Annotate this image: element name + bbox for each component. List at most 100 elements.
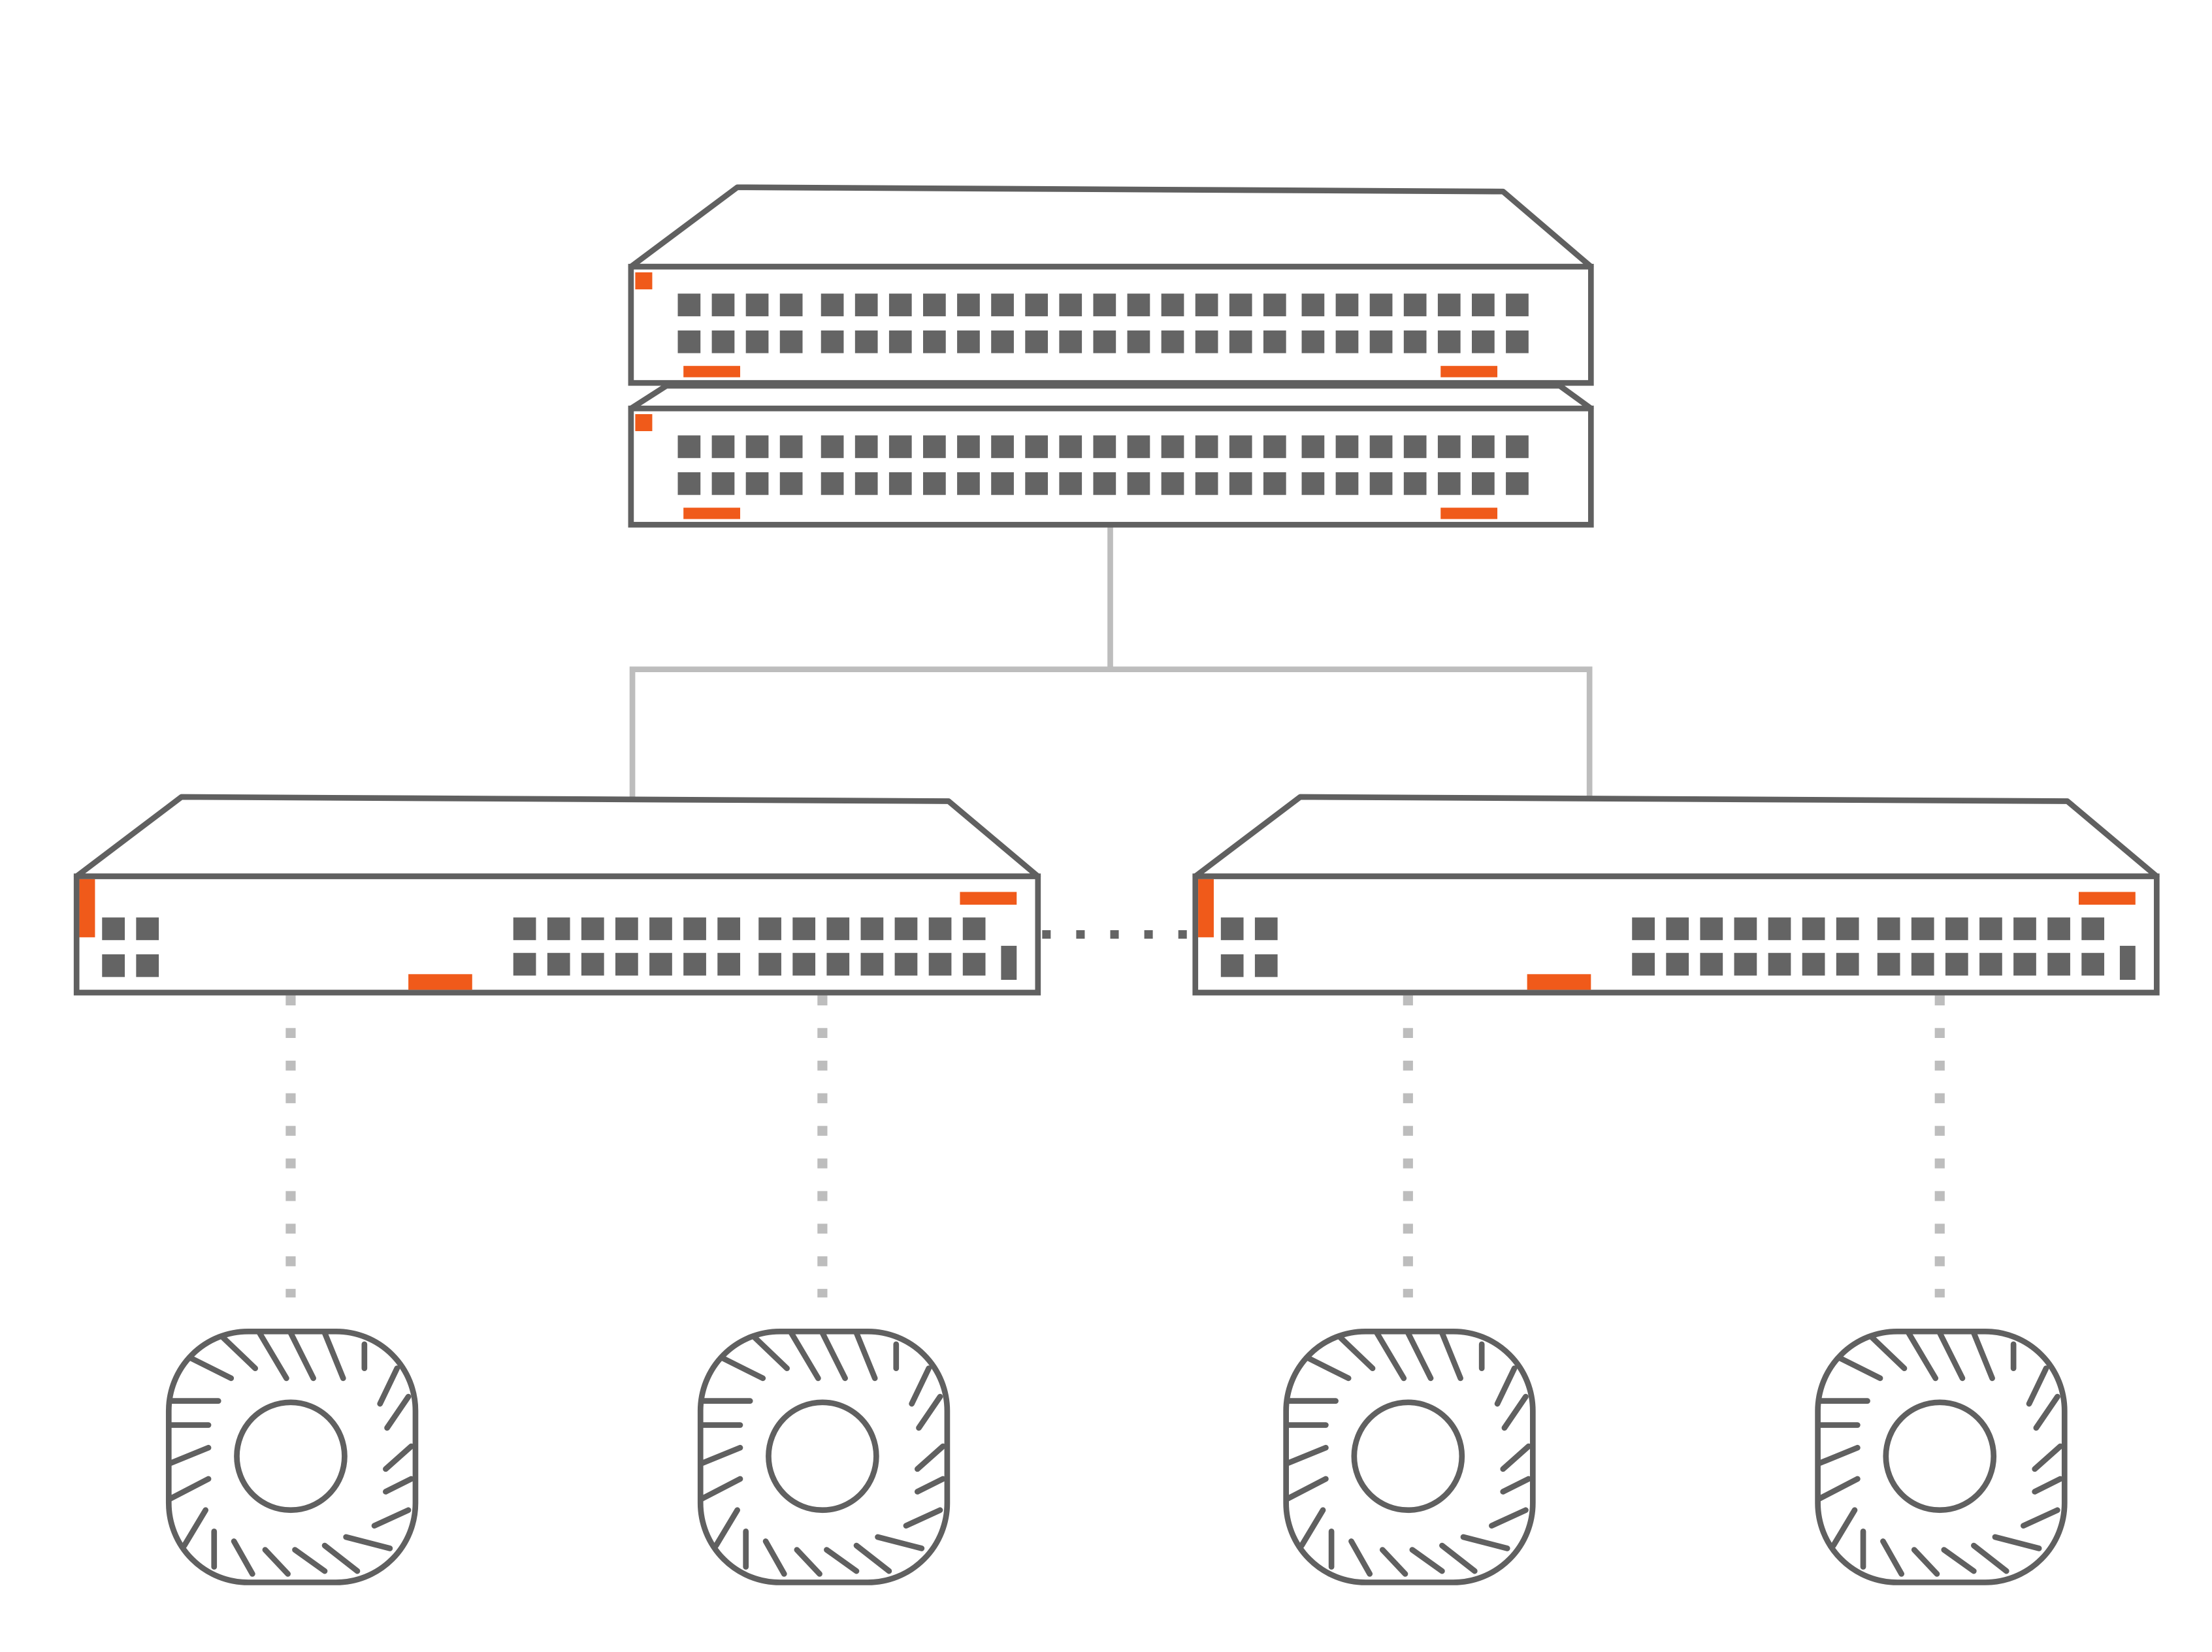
port <box>957 330 980 353</box>
port <box>923 472 946 495</box>
vent-line <box>1500 1443 1532 1472</box>
vent-line <box>383 1476 414 1495</box>
port <box>860 917 884 941</box>
port <box>1195 472 1218 495</box>
port <box>1093 472 1116 495</box>
access-point-4 <box>1815 1328 2068 1585</box>
port <box>894 952 918 976</box>
port <box>1506 330 1529 353</box>
port <box>2081 952 2105 976</box>
port <box>711 293 735 317</box>
port <box>1301 472 1325 495</box>
switch-top-face <box>73 794 1041 879</box>
switch-top-face <box>1192 794 2160 879</box>
port <box>962 952 986 976</box>
vent-line <box>256 1330 289 1382</box>
port <box>1025 293 1049 317</box>
port <box>1734 917 1757 941</box>
port <box>888 472 912 495</box>
port <box>2047 952 2070 976</box>
port <box>1335 330 1359 353</box>
port <box>1506 435 1529 459</box>
port <box>745 293 769 317</box>
port <box>1877 952 1900 976</box>
port <box>1025 472 1049 495</box>
port <box>1471 330 1495 353</box>
vent-line <box>1971 1330 1995 1382</box>
port <box>923 330 946 353</box>
port <box>683 917 706 941</box>
access-point-3 <box>1283 1328 1536 1585</box>
port <box>683 952 706 976</box>
vent-line <box>720 1355 766 1382</box>
accent-bar <box>960 892 1017 905</box>
vent-line <box>1816 1444 1861 1466</box>
vent-line <box>383 1443 414 1472</box>
vent-line <box>181 1507 209 1549</box>
port <box>1437 472 1461 495</box>
port <box>779 293 803 317</box>
port <box>1263 472 1286 495</box>
vent-line <box>1405 1330 1434 1382</box>
accent-bar <box>1527 974 1591 990</box>
accent-bar <box>1440 366 1498 378</box>
access-switch-1 <box>73 794 1041 996</box>
vent-line <box>1439 1542 1478 1574</box>
port <box>1195 435 1218 459</box>
port <box>779 435 803 459</box>
port <box>792 952 816 976</box>
access-point-center-ring <box>234 1399 348 1514</box>
access-point-1 <box>165 1328 419 1585</box>
port <box>615 917 638 941</box>
uplink-port <box>102 954 125 977</box>
port <box>581 917 604 941</box>
vent-line <box>1337 1334 1376 1372</box>
vent-line <box>1348 1538 1373 1577</box>
port <box>1666 952 1689 976</box>
vent-line <box>1911 1547 1940 1577</box>
vent-line <box>1284 1476 1329 1502</box>
port <box>1945 952 1968 976</box>
port <box>1229 472 1252 495</box>
vent-line <box>1501 1393 1529 1431</box>
port <box>1229 293 1252 317</box>
vent-line <box>1284 1444 1329 1466</box>
port <box>1700 952 1723 976</box>
port <box>1945 917 1968 941</box>
port <box>1161 293 1184 317</box>
vent-line <box>875 1534 925 1551</box>
port <box>677 330 701 353</box>
port <box>1911 952 1934 976</box>
vent-line <box>1906 1330 1939 1382</box>
vent-line <box>1936 1330 1966 1382</box>
port <box>779 472 803 495</box>
vent-line <box>321 1330 346 1382</box>
vent-line <box>762 1538 787 1577</box>
vent-line <box>2032 1443 2064 1472</box>
port <box>821 472 844 495</box>
vent-line <box>916 1393 943 1431</box>
access-point-center-ring <box>1351 1399 1465 1514</box>
port <box>1335 472 1359 495</box>
port <box>1301 330 1325 353</box>
port <box>854 293 878 317</box>
core-switch-unit-2 <box>628 383 1594 528</box>
vent-line <box>1992 1534 2042 1551</box>
port <box>758 952 781 976</box>
port <box>1632 917 1655 941</box>
port <box>513 917 536 941</box>
vent-line <box>914 1443 946 1472</box>
port <box>717 952 741 976</box>
port <box>711 472 735 495</box>
port <box>923 435 946 459</box>
vent-line <box>1971 1542 2009 1574</box>
vent-line <box>384 1393 412 1431</box>
accent-bar <box>683 366 741 378</box>
vent-line <box>1299 1507 1326 1549</box>
uplink-port <box>1220 954 1244 977</box>
port <box>821 293 844 317</box>
vent-line <box>903 1507 943 1529</box>
port <box>1161 435 1184 459</box>
access-point-2 <box>697 1328 951 1585</box>
